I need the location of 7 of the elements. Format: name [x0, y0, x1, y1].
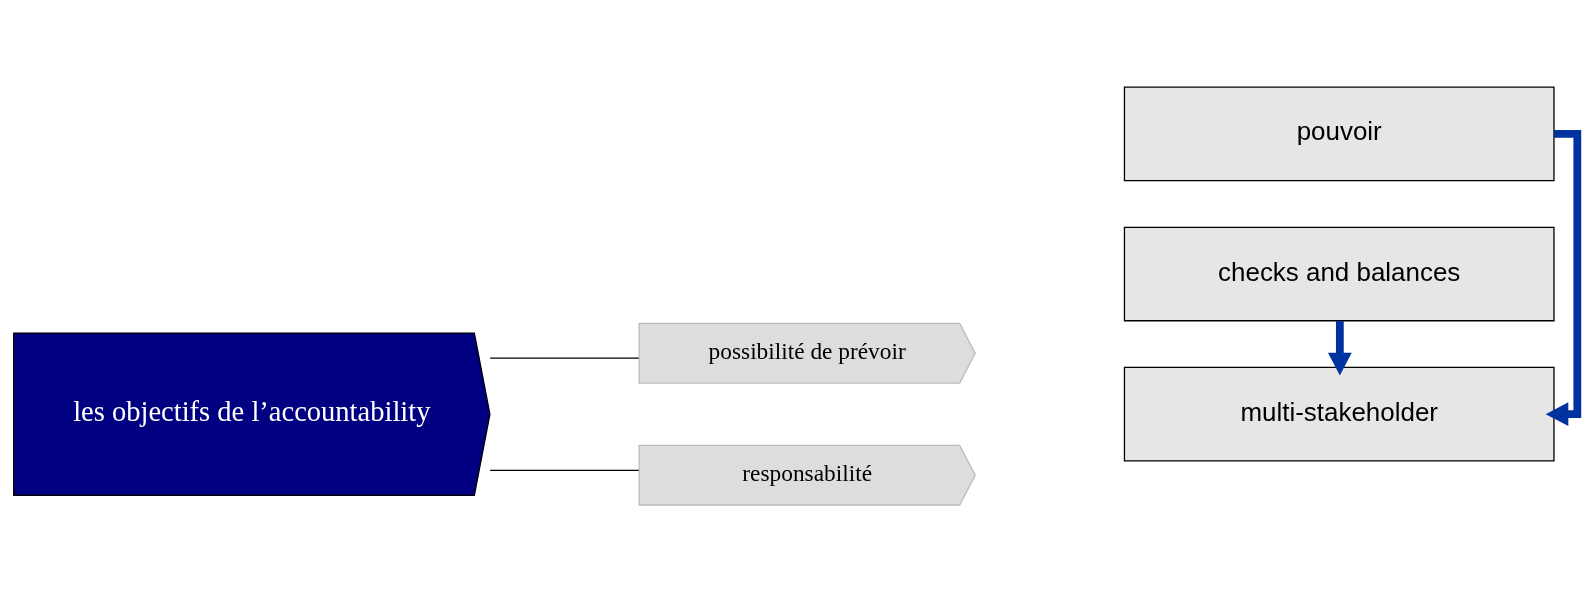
node-box: pouvoir	[1123, 86, 1555, 181]
node-box: checks and balances	[1123, 226, 1555, 321]
connector	[489, 356, 640, 359]
node-box: multi-stakeholder	[1123, 366, 1555, 462]
arrow	[1327, 320, 1352, 375]
connector	[489, 469, 640, 471]
arrow	[1545, 129, 1582, 426]
